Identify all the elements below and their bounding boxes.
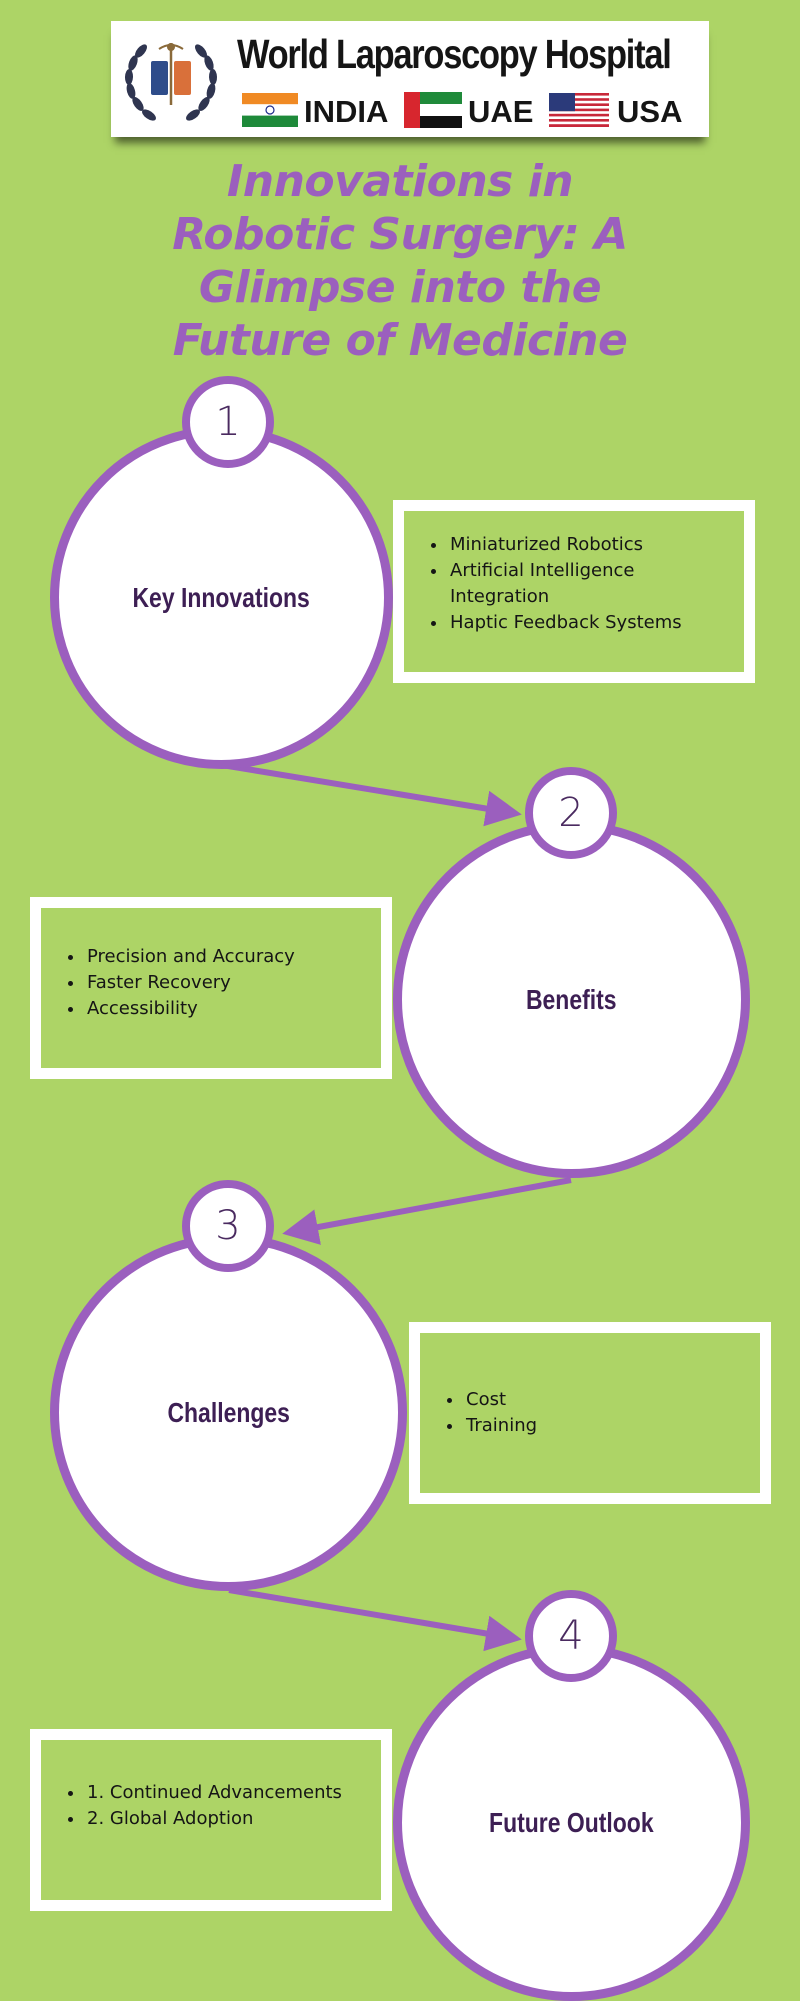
step-1-number-badge: 1 — [182, 376, 274, 468]
step-4-circle: Future Outlook — [393, 1644, 750, 2001]
hospital-name: World Laparoscopy Hospital — [237, 31, 672, 77]
step-2-circle: Benefits — [393, 821, 750, 1178]
country-usa: USA — [617, 94, 683, 129]
step-3-list-box: Cost Training — [409, 1322, 771, 1504]
list-item: Precision and Accuracy — [85, 944, 381, 970]
country-uae: UAE — [468, 94, 534, 129]
step-4-number: 4 — [558, 1613, 584, 1659]
step-4-label: Future Outlook — [489, 1806, 654, 1838]
list-item: Cost — [464, 1387, 760, 1413]
arrow-3-to-4 — [228, 1587, 522, 1652]
laurel-wreath-emblem-icon — [124, 43, 218, 121]
list-item: 2. Global Adoption — [85, 1806, 381, 1832]
step-3-circle: Challenges — [50, 1234, 407, 1591]
step-3-number: 3 — [215, 1203, 241, 1249]
step-1-label: Key Innovations — [132, 581, 311, 613]
list-item: Accessibility — [85, 996, 381, 1022]
step-4-list-box: 1. Continued Advancements 2. Global Adop… — [30, 1729, 392, 1911]
hospital-logo-banner: World Laparoscopy Hospital INDIA UAE USA — [111, 21, 709, 137]
title-line: Innovations in — [226, 156, 574, 207]
arrow-2-to-3 — [282, 1177, 572, 1245]
list-item: 1. Continued Advancements — [85, 1780, 381, 1806]
list-item: Training — [464, 1413, 760, 1439]
step-3-label: Challenges — [167, 1396, 290, 1428]
title-line: Robotic Surgery: A — [172, 209, 628, 260]
step-1-list-box: Miniaturized Robotics Artificial Intelli… — [393, 500, 755, 683]
country-india: INDIA — [304, 94, 389, 129]
list-item: Artificial Intelligence Integration — [448, 558, 724, 610]
step-1-circle: Key Innovations — [50, 426, 393, 769]
step-2-number: 2 — [558, 790, 584, 836]
india-flag-icon — [242, 93, 298, 127]
uae-flag-icon — [404, 92, 462, 128]
usa-flag-icon — [549, 93, 609, 127]
arrow-1-to-2 — [221, 762, 522, 827]
list-item: Miniaturized Robotics — [448, 532, 724, 558]
list-item: Faster Recovery — [85, 970, 381, 996]
list-item: Haptic Feedback Systems — [448, 610, 724, 636]
page-title: Innovations in Robotic Surgery: A Glimps… — [80, 155, 720, 367]
step-3-number-badge: 3 — [182, 1180, 274, 1272]
step-1-number: 1 — [215, 399, 241, 445]
step-4-number-badge: 4 — [525, 1590, 617, 1682]
title-line: Glimpse into the — [198, 262, 602, 313]
title-line: Future of Medicine — [172, 315, 628, 366]
step-2-label: Benefits — [526, 983, 617, 1015]
step-2-number-badge: 2 — [525, 767, 617, 859]
step-2-list-box: Precision and Accuracy Faster Recovery A… — [30, 897, 392, 1079]
